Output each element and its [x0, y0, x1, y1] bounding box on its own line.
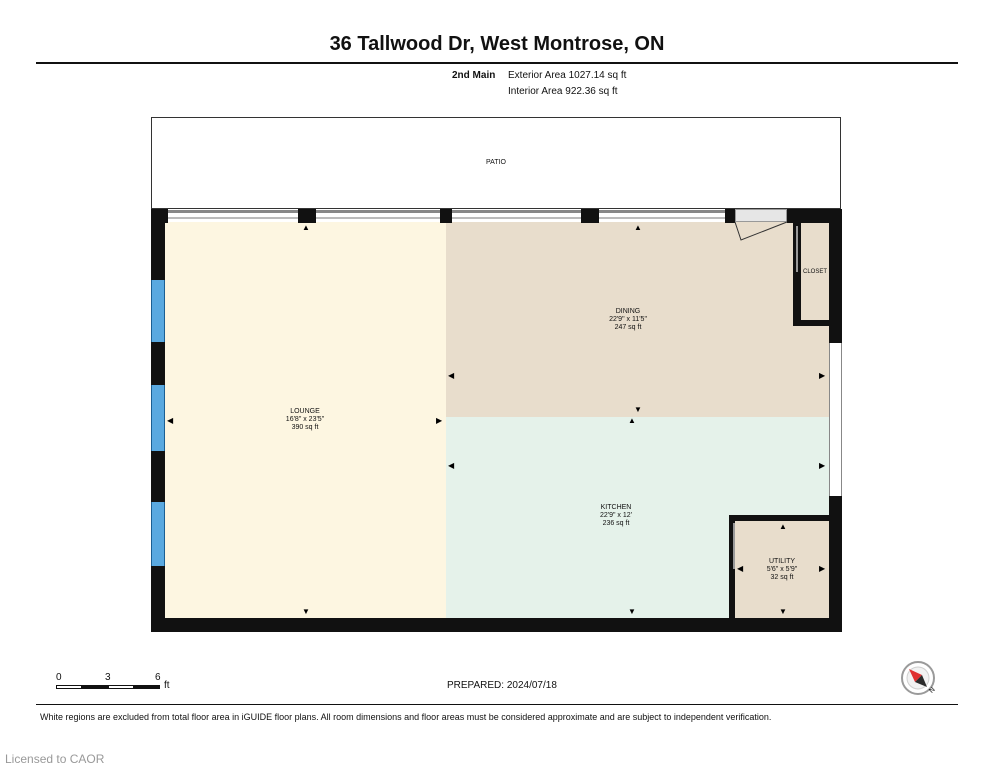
scale-tick-6: 6 — [155, 672, 161, 683]
west-window — [151, 385, 165, 451]
plan-title: 36 Tallwood Dr, West Montrose, ON — [329, 33, 665, 55]
dimension-arrow-left: ◀ — [448, 461, 455, 470]
disclaimer: White regions are excluded from total fl… — [40, 712, 772, 722]
exterior-area: Exterior Area 1027.14 sq ft — [508, 70, 627, 81]
scale-segment — [56, 685, 82, 689]
utility-label: UTILITY 5'6" x 5'9" 32 sq ft — [752, 558, 812, 582]
closet-room — [801, 222, 829, 320]
utility-area: 32 sq ft — [770, 574, 794, 581]
closet-label: CLOSET — [802, 269, 827, 275]
scale-segment — [134, 685, 160, 689]
dining-dims: 22'9" x 11'5" — [609, 316, 647, 323]
floor-name: 2nd Main — [452, 70, 496, 81]
dimension-arrow-down: ▼ — [302, 607, 310, 616]
dimension-arrow-left: ◀ — [448, 371, 455, 380]
dimension-arrow-right: ▶ — [819, 461, 826, 470]
north-post — [787, 209, 842, 223]
dimension-arrow-right: ▶ — [436, 416, 443, 425]
lounge-dims: 16'8" x 23'5" — [285, 416, 325, 423]
patio-label: PATIO — [486, 159, 506, 166]
utility-dims: 5'6" x 5'9" — [766, 566, 798, 573]
north-post — [440, 209, 452, 223]
west-window — [151, 502, 165, 566]
north-post — [581, 209, 599, 223]
dimension-arrow-up: ▲ — [302, 223, 310, 232]
utility-door — [733, 523, 735, 569]
dimension-arrow-right: ▶ — [819, 371, 826, 380]
north-wall-line — [165, 210, 829, 213]
west-window — [151, 280, 165, 342]
kitchen-area: 236 sq ft — [602, 520, 630, 527]
dimension-arrow-down: ▼ — [634, 405, 642, 414]
dining-name: DINING — [615, 308, 641, 315]
kitchen-label: KITCHEN 22'9" x 12' 236 sq ft — [576, 504, 656, 528]
south-wall — [151, 618, 842, 632]
title-divider — [36, 62, 958, 64]
interior-area: Interior Area 922.36 sq ft — [508, 86, 618, 97]
north-post — [298, 209, 316, 223]
north-post — [725, 209, 735, 223]
license-watermark: Licensed to CAOR — [5, 752, 105, 766]
lounge-label: LOUNGE 16'8" x 23'5" 390 sq ft — [265, 408, 345, 432]
compass-graphic — [901, 661, 935, 695]
lounge-name: LOUNGE — [290, 408, 320, 415]
utility-wall — [729, 515, 829, 521]
dining-label: DINING 22'9" x 11'5" 247 sq ft — [588, 308, 668, 332]
dimension-arrow-left: ◀ — [167, 416, 174, 425]
dimension-arrow-left: ◀ — [737, 564, 744, 573]
dimension-arrow-up: ▲ — [779, 522, 787, 531]
dimension-arrow-up: ▲ — [634, 223, 642, 232]
scale-tick-3: 3 — [105, 672, 111, 683]
door-swing — [734, 221, 788, 241]
dimension-arrow-down: ▼ — [628, 607, 636, 616]
prepared-date: PREPARED: 2024/07/18 — [447, 680, 557, 691]
east-window — [829, 343, 842, 496]
closet-wall — [793, 320, 829, 326]
scale-unit: ft — [164, 680, 170, 691]
scale-bar: 0 3 6 ft — [56, 672, 186, 692]
closet-wall — [793, 222, 801, 326]
utility-wall — [729, 515, 735, 618]
dimension-arrow-down: ▼ — [779, 607, 787, 616]
kitchen-name: KITCHEN — [600, 504, 632, 511]
patio — [151, 117, 841, 209]
scale-tick-0: 0 — [56, 672, 62, 683]
dining-room — [446, 222, 829, 417]
lounge-room — [165, 222, 446, 618]
dining-area: 247 sq ft — [614, 324, 642, 331]
footer-divider — [36, 704, 958, 705]
closet-door — [796, 226, 798, 272]
north-wall-line-inner — [165, 217, 829, 219]
north-post — [151, 209, 168, 223]
lounge-area: 390 sq ft — [291, 424, 319, 431]
utility-room — [735, 521, 829, 618]
north-door — [735, 209, 787, 222]
scale-segment — [108, 685, 134, 689]
utility-name: UTILITY — [768, 558, 796, 565]
compass-icon: N — [900, 660, 940, 700]
dimension-arrow-right: ▶ — [819, 564, 826, 573]
kitchen-dims: 22'9" x 12' — [599, 512, 632, 519]
scale-segment — [82, 685, 108, 689]
dimension-arrow-up: ▲ — [628, 416, 636, 425]
